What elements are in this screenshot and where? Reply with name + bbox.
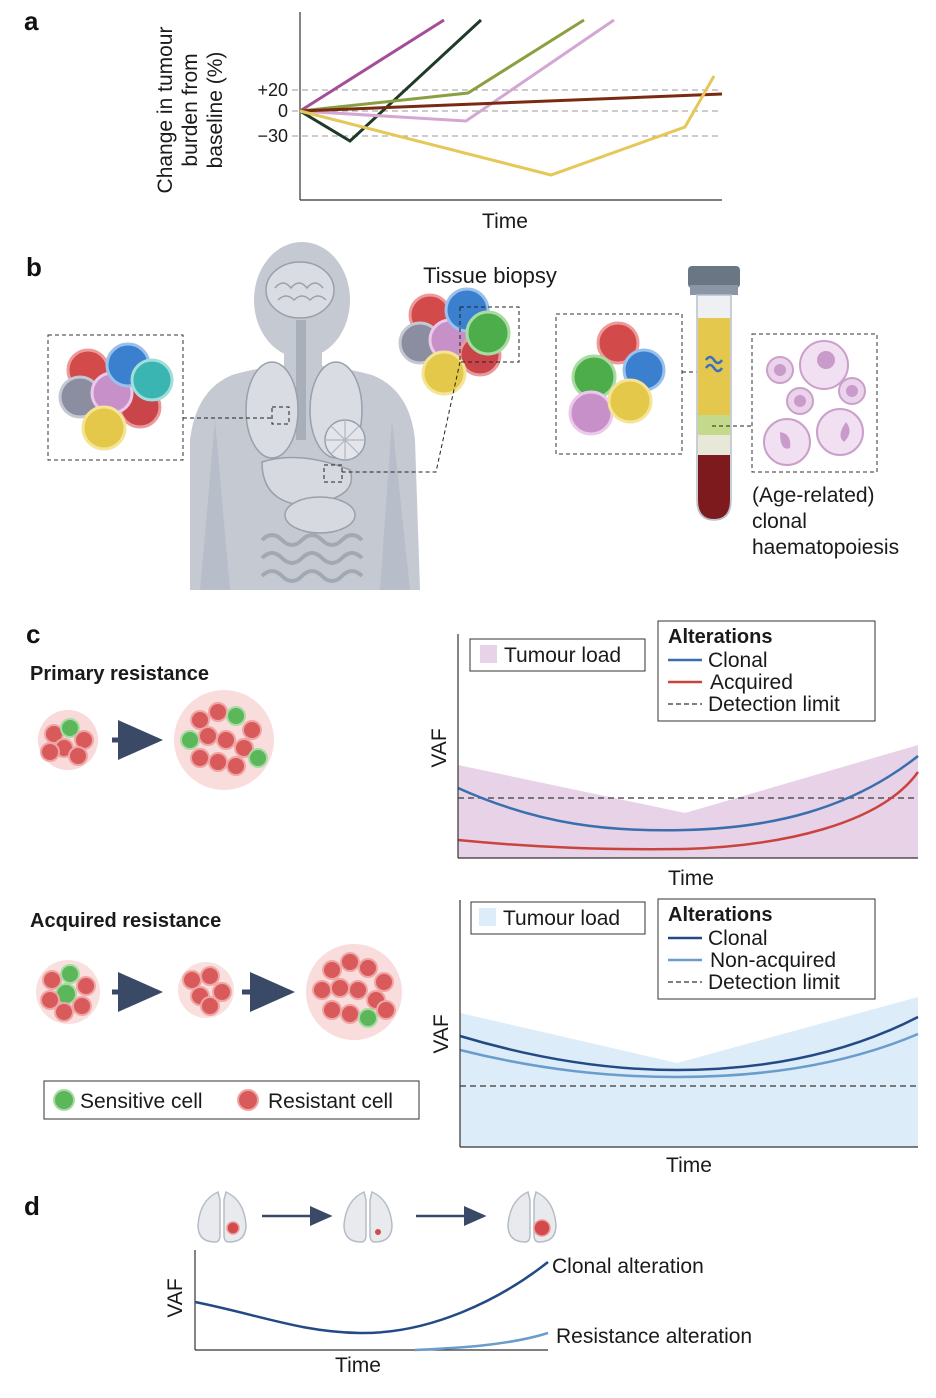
a-series-yellow	[299, 75, 716, 177]
a-ylabel-line1: Change in tumour	[154, 27, 177, 194]
c1-tumour-load-legend	[469, 638, 646, 672]
chip-cell-cluster	[751, 333, 878, 473]
a-series-brown	[299, 92, 723, 113]
d-clonal-line	[194, 1261, 549, 1335]
cell-legend: Sensitive cell Resistant cell	[43, 1080, 420, 1120]
a-series-pink	[299, 18, 615, 123]
stomach	[284, 496, 356, 534]
legend-sensitive-label: Sensitive cell	[80, 1090, 203, 1113]
c2-ylabel: VAF	[430, 1014, 453, 1053]
lungs-stage1-icon	[197, 1190, 247, 1243]
brain	[265, 261, 335, 319]
c1-alterations-title: Alterations	[668, 626, 772, 648]
c1-xlabel: Time	[668, 867, 714, 890]
panel-d-chart: VAF Time Clonal alteration Resistance al…	[164, 1250, 752, 1377]
acquired-tumour-stage2	[178, 962, 234, 1018]
c2-alterations-title: Alterations	[668, 904, 772, 926]
c2-tumour-load-area	[460, 997, 918, 1147]
d-ylabel: VAF	[164, 1278, 187, 1317]
acquired-tumour-stage1	[36, 960, 100, 1024]
primary-resistance-title: Primary resistance	[30, 663, 209, 685]
a-xlabel: Time	[482, 210, 528, 233]
c1-tumour-load-label: Tumour load	[504, 644, 621, 667]
legend-resistant-label: Resistant cell	[268, 1090, 393, 1113]
c1-acquired-line	[457, 771, 920, 851]
blood-tube-illustration	[688, 266, 752, 521]
c2-xlabel: Time	[666, 1154, 712, 1177]
a-tick-zero: 0	[278, 101, 288, 121]
chip-label-line2: clonal	[752, 510, 807, 533]
c2-legend-clonal: Clonal	[708, 927, 768, 950]
c1-ylabel: VAF	[428, 728, 451, 767]
c1-legend-limit: Detection limit	[708, 693, 840, 716]
c2-clonal-line	[459, 1015, 919, 1072]
lungs-stage3-icon	[507, 1190, 557, 1243]
intestines	[260, 533, 364, 583]
a-tick-plus20: +20	[257, 80, 288, 100]
c2-legend-nonacquired: Non-acquired	[710, 949, 836, 972]
d-clonal-label: Clonal alteration	[552, 1255, 704, 1278]
d-resistance-label: Resistance alteration	[556, 1325, 752, 1348]
lung-cell-cluster	[47, 334, 272, 461]
resistant-cell-icon	[237, 1089, 259, 1111]
a-ylabel-line3: baseline (%)	[204, 52, 227, 169]
c1-legend-clonal: Clonal	[708, 649, 768, 672]
c1-clonal-line	[457, 755, 919, 832]
c2-tumour-load-label: Tumour load	[503, 907, 620, 930]
c2-tumour-load-legend	[470, 901, 646, 935]
c2-tumour-load-swatch	[479, 908, 496, 926]
panel-c-label: c	[26, 619, 40, 649]
sensitive-cell-icon	[53, 1089, 75, 1111]
lungs-stage2-icon	[343, 1190, 393, 1243]
chip-label-line3: haematopoiesis	[752, 536, 899, 559]
acquired-resistance-title: Acquired resistance	[30, 910, 221, 932]
d-xlabel: Time	[335, 1354, 381, 1377]
cfdna-icon	[704, 355, 724, 373]
d-resistance-line	[414, 1331, 549, 1352]
a-ylabel-line2: burden from	[179, 53, 202, 166]
primary-tumour-after	[174, 690, 274, 790]
tissue-biopsy-cluster	[342, 287, 520, 473]
lung-zoom-box	[271, 406, 290, 425]
c1-legend-acquired: Acquired	[710, 671, 793, 694]
primary-tumour-before	[38, 710, 98, 770]
panel-a-label: a	[24, 6, 39, 36]
panel-b-label: b	[26, 252, 42, 282]
c1-tumour-load-area	[458, 745, 918, 858]
human-body-illustration	[190, 242, 420, 590]
panel-d-label: d	[24, 1191, 40, 1221]
primary-vaf-chart: VAF Time Tumour load Alterations Clonal …	[428, 620, 920, 890]
blood-cell-cluster	[555, 313, 705, 455]
acquired-vaf-chart: VAF Time Tumour load Alterations Clonal …	[430, 898, 919, 1177]
liver	[261, 456, 353, 506]
tissue-biopsy-label: Tissue biopsy	[423, 263, 557, 288]
a-series-olive	[299, 18, 585, 113]
c2-legend-limit: Detection limit	[708, 971, 840, 994]
acquired-tumour-stage3	[306, 944, 402, 1040]
chip-label-line1: (Age-related)	[752, 484, 875, 507]
liver-zoom-box	[323, 464, 343, 483]
c1-tumour-load-swatch	[480, 645, 497, 663]
panel-a-chart: +20 0 −30 Change in tumour burden from b…	[154, 12, 723, 233]
a-series-darkgreen	[299, 18, 483, 143]
a-series-purple	[299, 18, 445, 113]
c2-nonacquired-line	[459, 1032, 919, 1079]
a-tick-minus30: −30	[257, 126, 288, 146]
